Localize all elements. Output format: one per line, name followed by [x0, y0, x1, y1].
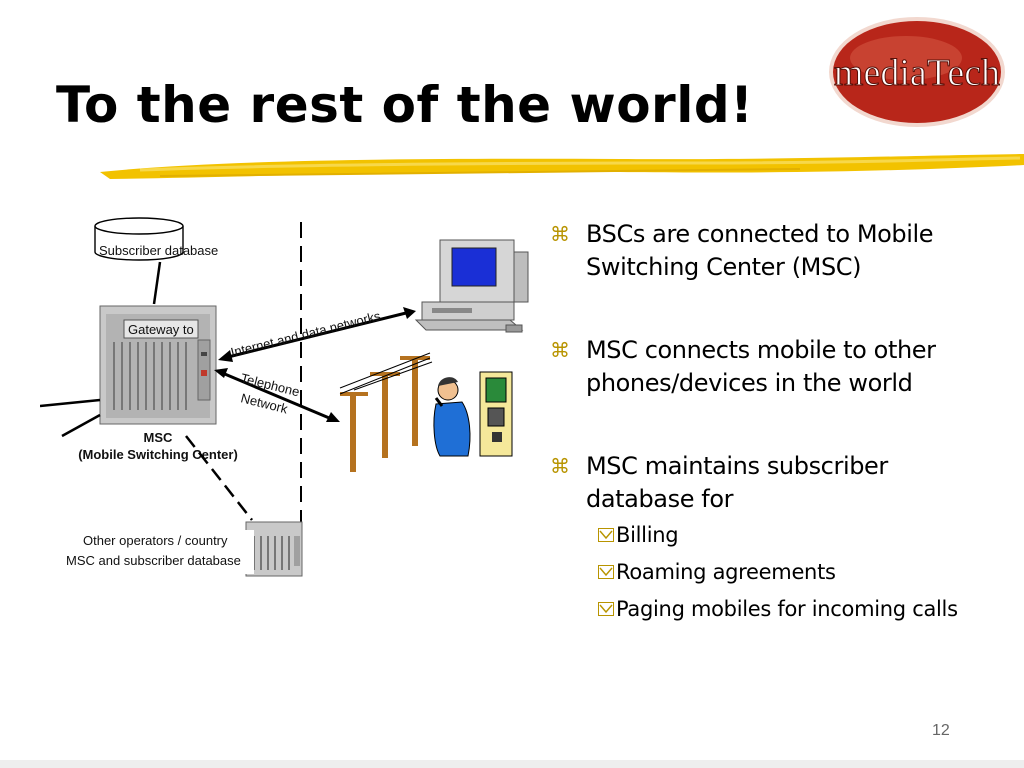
- command-bullet-icon: ⌘: [550, 454, 570, 478]
- sub-bullet-text: Roaming agreements: [616, 560, 836, 584]
- mediatech-logo: mediaTech: [829, 17, 1005, 127]
- checkbox-bullet-icon: [598, 602, 614, 616]
- computer-icon: [414, 239, 529, 333]
- footer-divider: [0, 760, 1024, 768]
- bullet-item: ⌘ MSC maintains subscriber database for …: [548, 450, 988, 624]
- bullet-text: MSC maintains subscriber database for: [586, 452, 888, 513]
- other-operators-label-2: MSC and subscriber database: [66, 553, 241, 568]
- sub-bullet-item: Billing: [586, 520, 988, 550]
- svg-text:mediaTech: mediaTech: [834, 52, 1000, 94]
- internet-label: Internet and data networks: [229, 308, 382, 360]
- telephone-poles-icon: [339, 352, 433, 472]
- other-operators-label: Other operators / country: [83, 533, 228, 548]
- subscriber-database-label: Subscriber database: [99, 243, 218, 258]
- checkbox-bullet-icon: [598, 565, 614, 579]
- bullet-item: ⌘ BSCs are connected to Mobile Switching…: [548, 218, 988, 284]
- msc-label: MSC: [144, 430, 174, 445]
- gateway-label: Gateway to: [128, 322, 194, 337]
- checkbox-bullet-icon: [598, 528, 614, 542]
- command-bullet-icon: ⌘: [550, 222, 570, 246]
- slide-title: To the rest of the world!: [56, 76, 754, 134]
- person-on-phone-icon: [433, 371, 513, 457]
- sub-bullet-text: Billing: [616, 523, 679, 547]
- sub-bullet-text: Paging mobiles for incoming calls: [616, 597, 958, 621]
- sub-bullet-item: Paging mobiles for incoming calls: [586, 594, 988, 624]
- sub-bullet-item: Roaming agreements: [586, 557, 988, 587]
- command-bullet-icon: ⌘: [550, 338, 570, 362]
- bullet-text: MSC connects mobile to other phones/devi…: [586, 336, 936, 397]
- page-number: 12: [932, 722, 950, 739]
- yellow-brush-stroke: [100, 154, 1024, 179]
- bullet-list: ⌘ BSCs are connected to Mobile Switching…: [548, 218, 988, 631]
- msc-rack-icon: [99, 305, 217, 425]
- msc-subtitle: (Mobile Switching Center): [78, 447, 238, 462]
- sub-bullet-list: Billing Roaming agreements Paging mobile…: [586, 520, 988, 624]
- subscriber-database-icon: [94, 217, 184, 261]
- bullet-item: ⌘ MSC connects mobile to other phones/de…: [548, 334, 988, 400]
- other-msc-rack-icon: [245, 521, 303, 577]
- bullet-text: BSCs are connected to Mobile Switching C…: [586, 220, 934, 281]
- network-diagram: Subscriber database Gateway to MSC (Mobi…: [40, 217, 529, 580]
